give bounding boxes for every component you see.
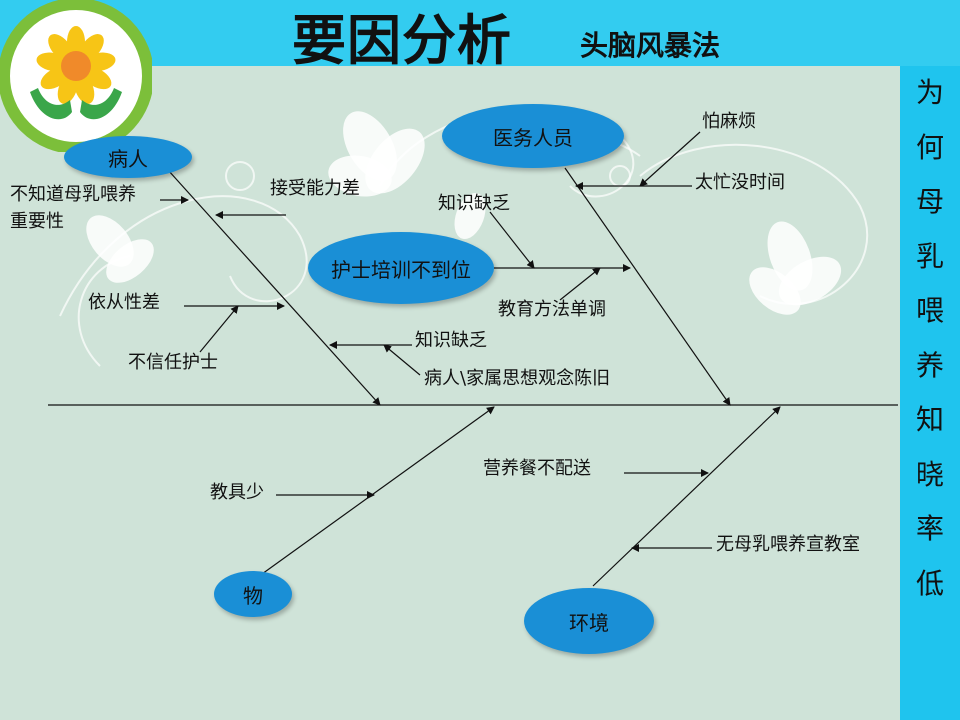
category-medical-staff-label: 医务人员 xyxy=(493,125,573,150)
cause-knowledge-patient: 知识缺乏 xyxy=(415,330,487,351)
cause-importance-line1: 不知道母乳喂养 xyxy=(10,184,136,205)
page-subtitle: 头脑风暴法 xyxy=(580,29,721,62)
effect-char: 低 xyxy=(915,566,944,600)
effect-panel: 为 何 母 乳 喂 养 知 晓 率 低 xyxy=(900,66,960,720)
cause-no-room: 无母乳喂养宣教室 xyxy=(716,534,860,555)
effect-char: 母 xyxy=(915,185,944,218)
cause-no-meal: 营养餐不配送 xyxy=(483,458,591,479)
cause-compliance: 依从性差 xyxy=(88,292,160,313)
cause-importance-line2: 重要性 xyxy=(10,211,64,232)
category-patient-label: 病人 xyxy=(108,146,148,171)
cause-old-ideas: 病人\家属思想观念陈旧 xyxy=(424,368,611,389)
effect-char: 知 xyxy=(915,403,944,436)
arrow-old-ideas xyxy=(383,344,421,376)
cause-too-busy: 太忙没时间 xyxy=(695,172,785,193)
category-material-label: 物 xyxy=(243,583,263,608)
cause-acceptance: 接受能力差 xyxy=(270,178,360,199)
cause-knowledge-staff: 知识缺乏 xyxy=(438,193,510,214)
category-nurse-training-label: 护士培训不到位 xyxy=(331,257,471,282)
fishbone-diagram xyxy=(48,131,898,587)
page-title: 要因分析 xyxy=(292,9,512,72)
bone-medical-staff xyxy=(564,167,731,406)
effect-char: 乳 xyxy=(915,239,944,273)
effect-char: 晓 xyxy=(915,457,944,491)
cause-teaching: 教育方法单调 xyxy=(498,299,606,320)
bone-environment xyxy=(592,406,781,587)
effect-char: 为 xyxy=(915,76,944,109)
effect-char: 何 xyxy=(915,130,944,164)
bone-patient xyxy=(167,169,381,406)
cause-distrust: 不信任护士 xyxy=(128,352,218,373)
effect-char: 喂 xyxy=(915,294,944,327)
arrow-knowledge-staff xyxy=(489,211,535,269)
effect-char: 率 xyxy=(915,512,944,545)
category-material: 物 xyxy=(214,571,292,617)
cause-few-tools: 教具少 xyxy=(210,482,264,503)
category-environment: 环境 xyxy=(524,588,654,654)
arrow-trouble xyxy=(639,131,701,187)
category-patient: 病人 xyxy=(64,136,192,178)
header-bar: 要因分析 头脑风暴法 xyxy=(0,0,960,72)
arrow-teaching xyxy=(559,267,601,301)
category-environment-label: 环境 xyxy=(569,610,609,635)
category-medical-staff: 医务人员 xyxy=(442,104,624,168)
cause-trouble: 怕麻烦 xyxy=(702,111,756,132)
arrow-distrust xyxy=(199,305,239,353)
decoration xyxy=(59,107,869,367)
bone-material xyxy=(261,406,495,575)
sunflower-logo xyxy=(0,0,152,152)
category-nurse-training: 护士培训不到位 xyxy=(308,232,494,304)
effect-char: 养 xyxy=(915,348,944,382)
